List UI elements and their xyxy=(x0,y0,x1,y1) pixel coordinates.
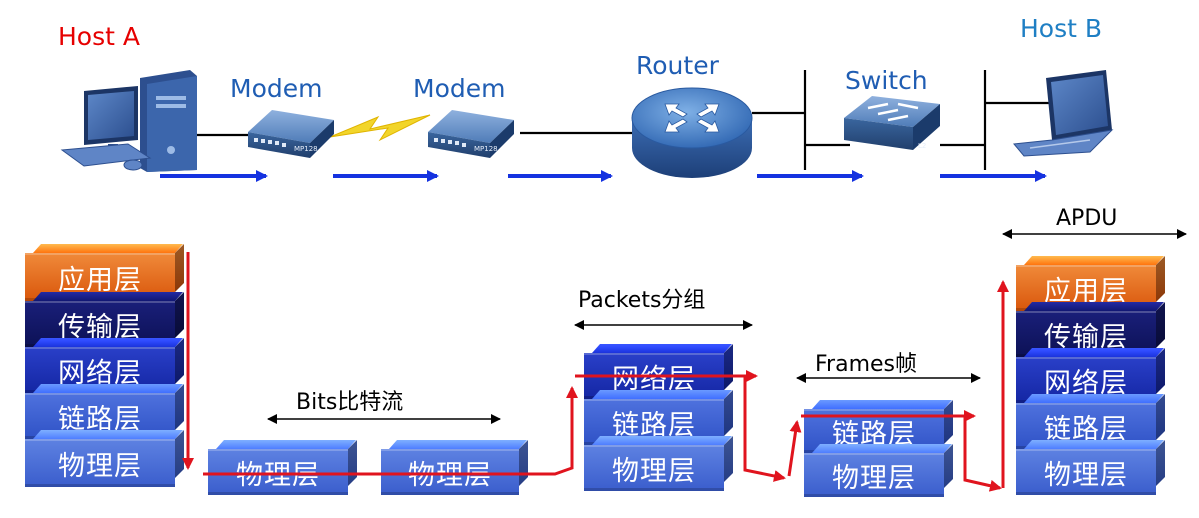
laptop-icon xyxy=(1013,70,1114,157)
modem-2-physical-layer: 物理层 xyxy=(381,449,519,495)
host-b-physical-layer: 物理层 xyxy=(1016,449,1156,495)
host-a-physical-layer: 物理层 xyxy=(25,439,175,487)
modem-1-label: Modem xyxy=(230,74,323,103)
switch-tag: L2 xyxy=(918,142,926,150)
apdu-span-label: APDU xyxy=(1056,206,1118,231)
router-label: Router xyxy=(636,51,719,80)
modem-2-icon: MP128 xyxy=(428,110,514,158)
router-icon xyxy=(631,87,753,178)
switch-physical-layer: 物理层 xyxy=(804,453,944,497)
switch-icon: L2 xyxy=(844,96,940,150)
modem-1-tag: MP128 xyxy=(294,145,318,153)
network-links xyxy=(196,70,1060,170)
modem-2-tag: MP128 xyxy=(474,145,498,153)
host-a-label: Host A xyxy=(58,22,140,51)
modem-1-physical-layer: 物理层 xyxy=(208,449,348,495)
packets-span-label: Packets分组 xyxy=(578,288,706,313)
modem-1-icon: MP128 xyxy=(248,110,334,158)
switch-label: Switch xyxy=(845,66,928,95)
wireless-link-icon xyxy=(329,114,431,142)
frames-span-label: Frames帧 xyxy=(815,352,918,377)
desktop-computer-icon xyxy=(60,70,197,172)
router-physical-layer: 物理层 xyxy=(584,445,724,491)
host-b-label: Host B xyxy=(1020,14,1103,43)
modem-2-label: Modem xyxy=(413,74,506,103)
